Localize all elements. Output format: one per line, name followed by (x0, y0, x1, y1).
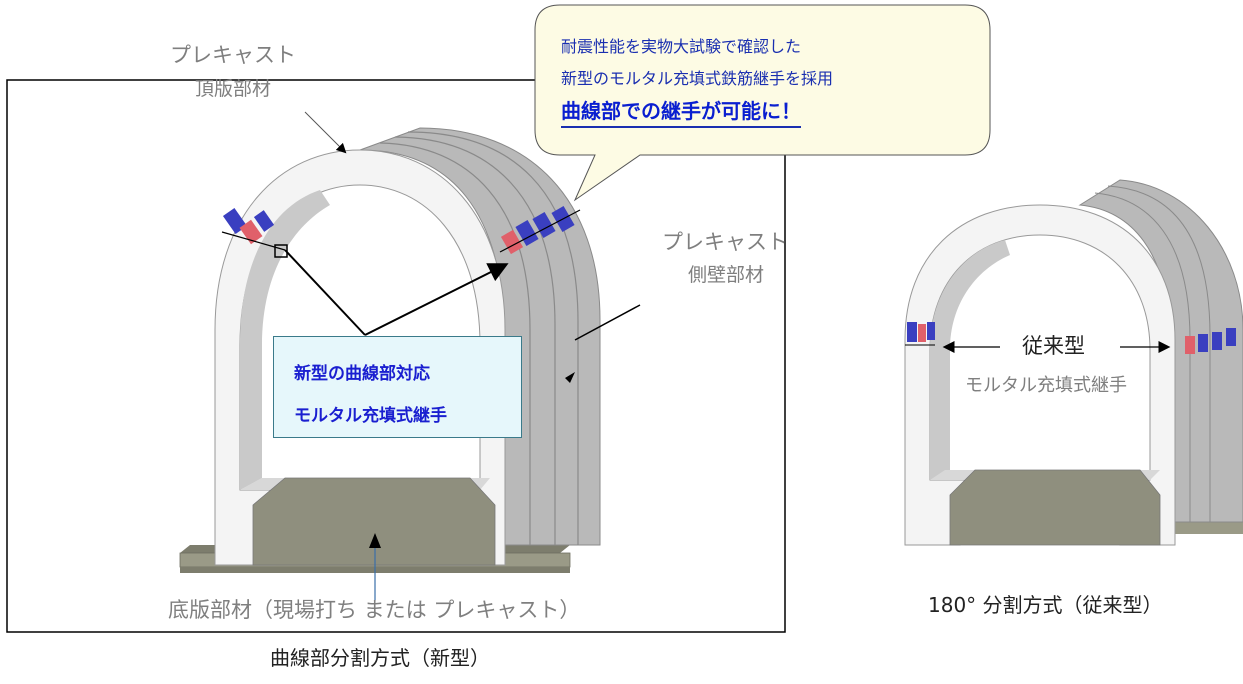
left-curve-joint (221, 207, 286, 251)
side-member-label-line1: プレキャスト (662, 230, 788, 254)
new-method-frame (6, 79, 786, 633)
callout-bubble (534, 4, 991, 202)
bottom-member-label: 底版部材（現場打ち または プレキャスト） (168, 598, 581, 622)
infobox-line-1: 新型の曲線部対応 (294, 364, 430, 384)
right-curve-joint (499, 205, 581, 255)
top-member-label-line1: プレキャスト (170, 43, 296, 67)
callout-line-2: 新型のモルタル充填式鉄筋継手を採用 (561, 69, 834, 88)
top-member-label-line2: 頂版部材 (195, 78, 272, 100)
caption-conventional-method: 180° 分割方式（従来型） (928, 593, 1163, 617)
side-member-label-line2: 側壁部材 (688, 264, 765, 286)
conventional-joint-label: モルタル充填式継手 (965, 375, 1127, 396)
infobox-line-2: モルタル充填式継手 (294, 406, 447, 426)
bottom-slab-inner (252, 477, 496, 566)
new-joint-infobox: 新型の曲線部対応 モルタル充填式継手 (273, 336, 522, 438)
caption-new-method: 曲線部分割方式（新型） (270, 646, 490, 670)
conventional-arch (904, 179, 1243, 546)
callout-line-1: 耐震性能を実物大試験で確認した (561, 37, 802, 56)
callout-highlight: 曲線部での継手が可能に！ (561, 95, 801, 128)
new-arch (179, 111, 641, 600)
conventional-type-label: 従来型 (1022, 334, 1085, 358)
